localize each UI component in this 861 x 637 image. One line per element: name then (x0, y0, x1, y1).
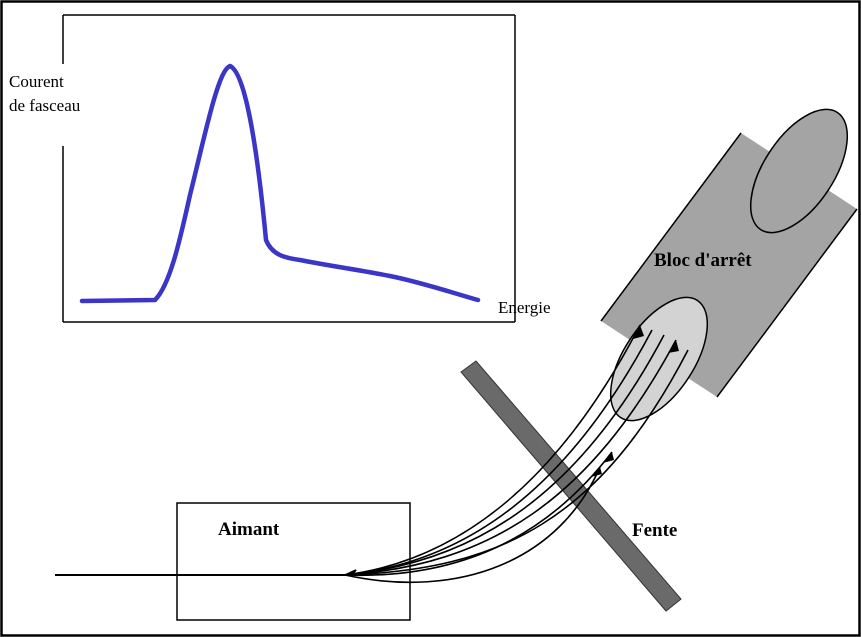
stopping-block-label: Bloc d'arrêt (654, 250, 752, 271)
beam-arrowheads (591, 325, 679, 477)
magnet-box (176, 502, 411, 621)
stopping-block-front-face (609, 296, 709, 422)
magnet-label: Aimant (218, 519, 280, 540)
graph-box (62, 14, 516, 323)
beam-current-curve (79, 63, 481, 304)
x-axis-label: Energie (498, 298, 551, 317)
y-axis-label-line2: de fasceau (9, 96, 81, 115)
beam-trajectories (344, 324, 689, 584)
slit-bar (460, 360, 682, 612)
stopping-block (600, 108, 858, 422)
slit-label: Fente (632, 520, 678, 541)
y-axis-label-line1: Courent (9, 72, 64, 91)
